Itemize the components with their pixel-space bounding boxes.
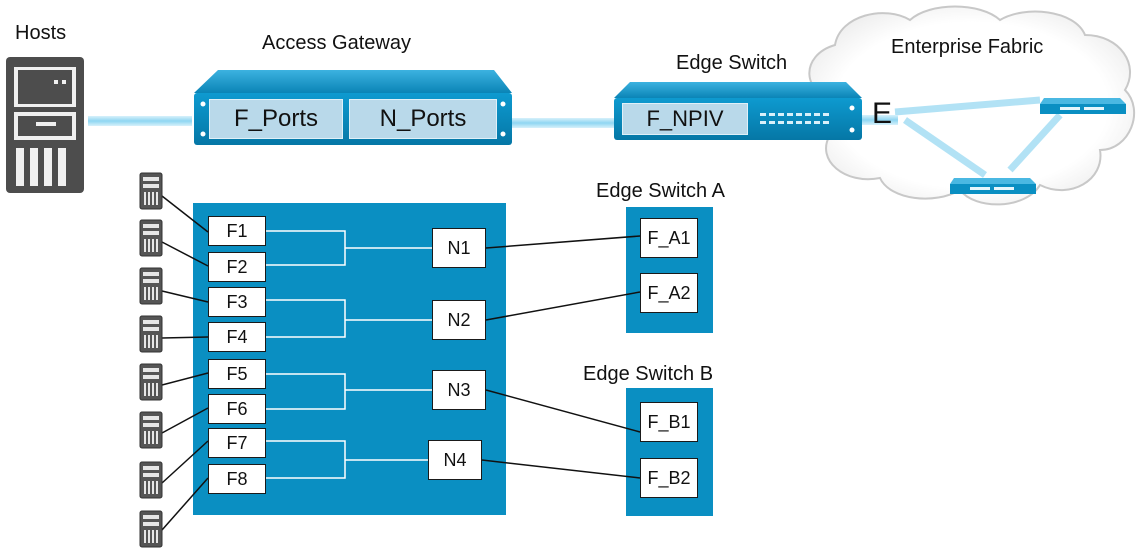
f-port: F5 — [208, 359, 266, 389]
edge-fabric-link — [862, 115, 898, 125]
small-server-icon — [139, 219, 163, 257]
edge-switch-a-label: Edge Switch A — [596, 180, 725, 202]
f-ports-block: F_Ports — [209, 99, 343, 139]
n-port: N4 — [428, 440, 482, 480]
edge-b-port: F_B1 — [640, 402, 698, 442]
n-port: N2 — [432, 300, 486, 340]
f-port: F7 — [208, 428, 266, 458]
enterprise-fabric-cloud — [808, 5, 1135, 206]
small-server-icon — [139, 461, 163, 499]
fabric-switch-icon — [950, 178, 1036, 194]
small-server-icon — [139, 411, 163, 449]
e-port-label: E — [872, 97, 893, 130]
edge-a-port: F_A1 — [640, 218, 698, 258]
host-server-icon — [6, 57, 84, 193]
small-server-icon — [139, 267, 163, 305]
small-server-icon — [139, 510, 163, 548]
f-port: F6 — [208, 394, 266, 424]
host-port-lines — [161, 195, 209, 531]
gateway-edge-link — [512, 118, 616, 128]
host-link — [88, 116, 192, 126]
edge-switch-label: Edge Switch — [676, 52, 788, 74]
edge-b-port: F_B2 — [640, 458, 698, 498]
f-port: F8 — [208, 464, 266, 494]
n-port: N1 — [432, 228, 486, 268]
edge-a-port: F_A2 — [640, 273, 698, 313]
f-npiv-port: F_NPIV — [622, 103, 748, 135]
small-server-icon — [139, 363, 163, 401]
n-ports-block: N_Ports — [349, 99, 497, 139]
fabric-switch-icon — [1040, 98, 1126, 114]
f-port: F4 — [208, 322, 266, 352]
n-port: N3 — [432, 370, 486, 410]
internal-wiring — [266, 230, 432, 479]
f-port: F1 — [208, 216, 266, 246]
uplink-lines — [481, 235, 641, 479]
small-server-icon — [139, 172, 163, 210]
f-port: F3 — [208, 287, 266, 317]
access-gateway-label: Access Gateway — [262, 32, 411, 54]
enterprise-fabric-label: Enterprise Fabric — [891, 36, 1044, 58]
edge-switch-b-label: Edge Switch B — [583, 363, 714, 385]
hosts-label: Hosts — [15, 22, 67, 44]
f-port: F2 — [208, 252, 266, 282]
small-server-icon — [139, 315, 163, 353]
